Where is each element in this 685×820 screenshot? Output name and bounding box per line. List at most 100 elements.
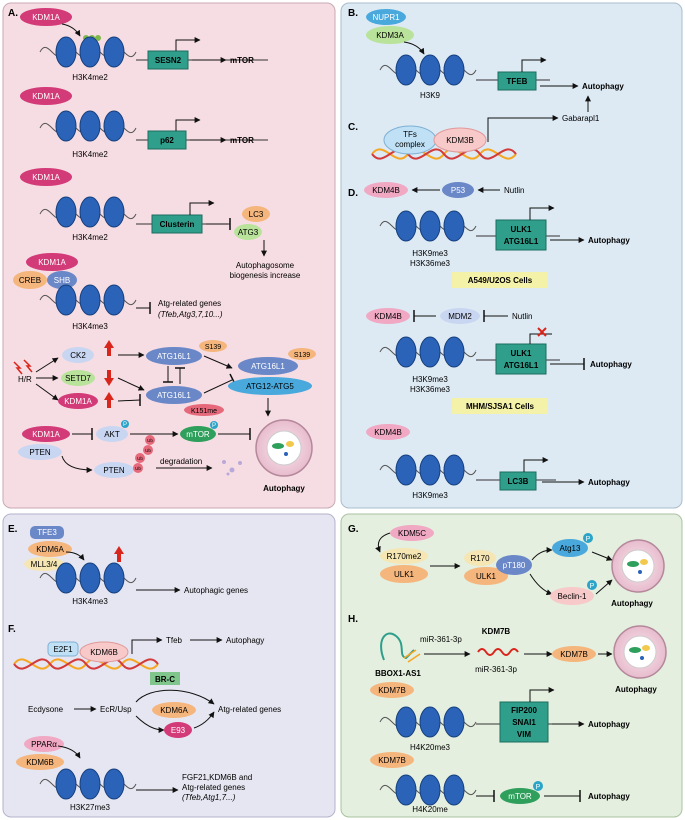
panel-d-g3: KDM4B LC3B Autophagy H3K9me3 bbox=[366, 424, 630, 500]
nutlin-label: Nutlin bbox=[504, 186, 524, 195]
autophagy-label: Autophagy bbox=[588, 478, 630, 487]
pten-label: PTEN bbox=[103, 466, 125, 475]
nucleosome bbox=[79, 768, 101, 800]
phospho-label: P bbox=[536, 784, 541, 791]
panel-a-row3: KDM1A Clusterin LC3 ATG3 Autophagosome b… bbox=[20, 168, 301, 280]
mdm2-protein bbox=[440, 308, 480, 324]
h3k36me3-label: H3K36me3 bbox=[410, 385, 451, 394]
panel-c: TFs complex KDM3B Gabarapl1 bbox=[371, 95, 600, 160]
gabarapl1-label: Gabarapl1 bbox=[562, 114, 600, 123]
kdm1a-label: KDM1A bbox=[32, 13, 60, 22]
autophagy-label: Autophagy bbox=[226, 636, 264, 645]
svg-text:Ub: Ub bbox=[137, 456, 143, 461]
kdm1a-label: KDM1A bbox=[32, 92, 60, 101]
panel-a-bottom: KDM1A PTEN AKT P mTOR P PTEN Ub Ub Ub Ub… bbox=[18, 419, 313, 493]
creb-label: CREB bbox=[19, 276, 41, 285]
k151me-badge bbox=[184, 404, 224, 416]
nucleosome bbox=[103, 110, 125, 142]
nucleosome bbox=[55, 36, 77, 68]
pt180-label: pT180 bbox=[503, 561, 526, 570]
clusterin-gene-box bbox=[151, 214, 203, 234]
nucleosome bbox=[79, 284, 101, 316]
h3k27me3-label: H3K27me3 bbox=[70, 803, 111, 812]
sesn2-label: SESN2 bbox=[155, 56, 182, 65]
nucleosome bbox=[103, 562, 125, 594]
dna-helix-icon bbox=[13, 658, 159, 670]
nucleosome bbox=[395, 706, 417, 738]
kdm7b-label: KDM7B bbox=[378, 686, 406, 695]
h3k9me3-label: H3K9me3 bbox=[412, 249, 448, 258]
panel-b-label: B. bbox=[348, 8, 358, 19]
atg16l1-protein bbox=[146, 386, 202, 404]
atg16l1-label: ATG16L1 bbox=[251, 362, 285, 371]
kdm6b-label: KDM6B bbox=[90, 648, 118, 657]
h3k4me2-label: H3K4me2 bbox=[72, 150, 108, 159]
nucleosome bbox=[79, 110, 101, 142]
vim-label: VIM bbox=[517, 730, 532, 739]
svg-text:Ub: Ub bbox=[147, 438, 153, 443]
nucleosome bbox=[55, 284, 77, 316]
panel-e-label: E. bbox=[8, 524, 18, 535]
fgf21-label: FGF21,KDM6B and bbox=[182, 773, 252, 782]
atg-genes-list-label: (Tfeb,Atg1,7...) bbox=[182, 793, 236, 802]
h3k4me2-label: H3K4me2 bbox=[72, 233, 108, 242]
p53-label: P53 bbox=[451, 186, 466, 195]
nucleosome bbox=[55, 110, 77, 142]
nupr1-label: NUPR1 bbox=[372, 13, 400, 22]
atg16l1-protein bbox=[146, 347, 202, 365]
tfs-label: TFs bbox=[403, 130, 417, 139]
mtor-label: mTOR bbox=[230, 136, 254, 145]
kdm4b-label: KDM4B bbox=[374, 428, 402, 437]
atg3-protein bbox=[234, 224, 262, 240]
panel-d-label: D. bbox=[348, 188, 358, 199]
p62-gene-box bbox=[147, 130, 187, 150]
mdm2-label: MDM2 bbox=[448, 312, 472, 321]
shb-protein bbox=[47, 271, 77, 289]
blocked-x-icon bbox=[537, 327, 547, 337]
fip200-gene-box bbox=[499, 701, 549, 743]
nucleosome bbox=[443, 454, 465, 486]
lc3b-label: LC3B bbox=[508, 477, 529, 486]
kdm7b-label: KDM7B bbox=[482, 627, 511, 636]
panel-c-label: C. bbox=[348, 122, 358, 133]
panel-g-label: G. bbox=[348, 524, 359, 535]
kdm1a-label: KDM1A bbox=[32, 173, 60, 182]
kdm6a-label: KDM6A bbox=[36, 545, 64, 554]
panel-e: TFE3 KDM6A MLL3/4 Autophagic genes H3K4m… bbox=[24, 526, 248, 606]
autophagy-label: Autophagy bbox=[588, 792, 630, 801]
nucleosome bbox=[55, 196, 77, 228]
h3k4me3-label: H3K4me3 bbox=[72, 322, 108, 331]
svg-text:Ub: Ub bbox=[135, 466, 141, 471]
kdm6a-protein bbox=[28, 541, 72, 557]
panel-f-label: F. bbox=[8, 624, 16, 635]
nucleosome bbox=[419, 706, 441, 738]
e2f1-protein bbox=[47, 641, 79, 657]
nupr1-protein bbox=[366, 9, 406, 25]
kdm7b-protein bbox=[552, 646, 596, 662]
mll-label: MLL3/4 bbox=[31, 560, 58, 569]
autophagy-label: Autophagy bbox=[611, 599, 653, 608]
panel-a-label: A. bbox=[8, 8, 18, 19]
atg3-label: ATG3 bbox=[238, 228, 259, 237]
mtor-label: mTOR bbox=[508, 792, 532, 801]
ulk1-atg16l1-gene-box bbox=[495, 343, 547, 375]
p62-label: p62 bbox=[160, 136, 174, 145]
autophagosome-cell-icon bbox=[255, 419, 313, 477]
lncrna-hairpin-icon bbox=[380, 632, 415, 661]
kdm1a-enzyme bbox=[22, 426, 70, 442]
kdm1a-label: KDM1A bbox=[32, 430, 60, 439]
nucleosome bbox=[79, 562, 101, 594]
ecdysone-label: Ecdysone bbox=[28, 705, 64, 714]
up-arrow-icon bbox=[104, 340, 114, 356]
mir-361-3p-label: miR-361-3p bbox=[420, 635, 462, 644]
atg12-atg5-complex bbox=[228, 377, 312, 395]
setd7-protein bbox=[61, 370, 95, 386]
ulk1-protein bbox=[380, 565, 428, 583]
nucleosome bbox=[419, 774, 441, 806]
a549-cells-label: A549/U2OS Cells bbox=[468, 276, 533, 285]
ulk1-protein bbox=[464, 567, 508, 585]
k151me-label: K151me bbox=[191, 408, 217, 415]
panel-a-row1: KDM1A SESN2 mTOR H3K4me2 bbox=[20, 8, 268, 82]
atg16l1-label: ATG16L1 bbox=[157, 352, 191, 361]
